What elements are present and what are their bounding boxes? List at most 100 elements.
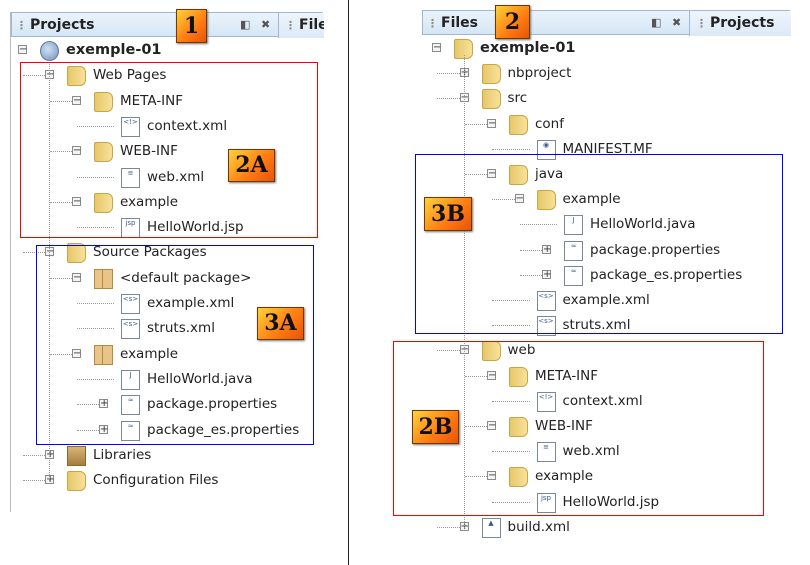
tree-item[interactable]: nbproject xyxy=(507,65,572,82)
tree-item[interactable]: Configuration Files xyxy=(93,472,219,489)
folder-icon xyxy=(67,243,86,264)
tree-connector xyxy=(464,426,487,427)
folder-icon xyxy=(481,64,501,85)
collapse-toggle[interactable]: − xyxy=(18,44,28,55)
tree-connector xyxy=(464,123,487,125)
tree-item[interactable]: HelloWorld.java xyxy=(590,216,696,233)
tree-connector xyxy=(50,151,72,153)
file-icon: jsp xyxy=(536,492,556,513)
tree-connector xyxy=(519,224,557,226)
tree-guide xyxy=(463,55,465,528)
collapse-toggle[interactable]: − xyxy=(514,193,524,205)
tree-item[interactable]: exemple-01 xyxy=(480,40,576,56)
badge-2: 2 xyxy=(495,5,530,39)
folder-icon xyxy=(67,66,86,87)
file-icon: <s> xyxy=(121,319,140,340)
tree-item[interactable]: package.properties xyxy=(147,396,278,413)
lib-icon xyxy=(67,445,86,466)
tree-item[interactable]: WEB-INF xyxy=(120,143,178,160)
tree-item[interactable]: <default package> xyxy=(120,269,252,286)
close-icon[interactable]: ✖ xyxy=(261,18,271,31)
tree-item[interactable]: web.xml xyxy=(562,443,620,460)
tree-item[interactable]: example xyxy=(120,345,179,362)
tree-item[interactable]: struts.xml xyxy=(562,317,631,334)
expand-toggle[interactable]: + xyxy=(542,268,552,280)
collapse-toggle[interactable]: − xyxy=(72,347,82,359)
tree-item[interactable]: Source Packages xyxy=(93,244,207,261)
tree-item[interactable]: package_es.properties xyxy=(590,266,743,283)
tree-connector xyxy=(492,400,530,402)
tree-item[interactable]: context.xml xyxy=(147,117,228,134)
file-icon: <s> xyxy=(121,294,140,314)
close-icon[interactable]: ✖ xyxy=(672,16,682,29)
expand-toggle[interactable]: + xyxy=(542,243,552,255)
collapse-toggle[interactable]: − xyxy=(487,117,497,129)
tree-item[interactable]: example xyxy=(120,193,179,210)
tree-item[interactable]: HelloWorld.java xyxy=(147,370,253,387)
collapse-toggle[interactable]: − xyxy=(72,94,82,106)
folder-icon xyxy=(94,142,113,163)
collapse-toggle[interactable]: − xyxy=(487,168,497,179)
tree-item[interactable]: web xyxy=(507,342,536,359)
minimize-icon[interactable]: ◧ xyxy=(651,16,662,29)
badge-3b: 3B xyxy=(424,197,472,231)
expand-toggle[interactable]: + xyxy=(99,423,109,435)
tree-connector xyxy=(77,176,114,178)
file-icon: ▲ xyxy=(481,517,501,538)
tree-item[interactable]: package.properties xyxy=(590,241,721,258)
minimize-icon[interactable]: ◧ xyxy=(240,18,251,31)
file-icon: J xyxy=(121,369,140,390)
collapse-toggle[interactable]: − xyxy=(487,470,497,482)
projects-panel: ⋮Projects ◧ ✖ ⋮Files xyxy=(10,12,324,512)
tree-item[interactable]: conf xyxy=(535,115,564,132)
tree-item[interactable]: java xyxy=(535,166,564,182)
collapse-toggle[interactable]: − xyxy=(432,42,442,53)
tree-connector xyxy=(50,353,72,355)
collapse-toggle[interactable]: − xyxy=(72,271,82,283)
tree-item[interactable]: exemple-01 xyxy=(66,42,162,58)
tree-connector xyxy=(492,148,530,150)
tree-item[interactable]: src xyxy=(507,90,528,107)
tree-connector xyxy=(23,480,45,482)
tree-connector xyxy=(23,252,45,254)
file-icon: J xyxy=(564,215,583,236)
tab-files[interactable]: Files xyxy=(441,15,478,31)
tree-connector xyxy=(50,201,72,203)
files-header: ⋮Files ◧ ✖ ⋮Projects xyxy=(422,10,791,36)
tree-item[interactable]: build.xml xyxy=(507,518,570,535)
pkg-icon xyxy=(94,344,113,365)
tree-item[interactable]: META-INF xyxy=(535,367,599,384)
tab-files[interactable]: ⋮Files xyxy=(278,13,324,38)
tree-connector xyxy=(492,501,530,503)
tree-connector xyxy=(492,451,530,453)
collapse-toggle[interactable]: − xyxy=(487,420,497,431)
tree-item[interactable]: HelloWorld.jsp xyxy=(147,219,244,236)
tree-item[interactable]: package_es.properties xyxy=(147,421,300,438)
tree-item[interactable]: WEB-INF xyxy=(535,418,593,434)
collapse-toggle[interactable]: − xyxy=(72,145,82,157)
tree-connector xyxy=(519,249,542,251)
tree-item[interactable]: MANIFEST.MF xyxy=(562,140,653,157)
tree-item[interactable]: web.xml xyxy=(147,168,205,185)
tree-item[interactable]: example.xml xyxy=(147,295,235,311)
tree-item[interactable]: struts.xml xyxy=(147,320,215,337)
tree-item[interactable]: example xyxy=(535,468,594,485)
tree-item[interactable]: example xyxy=(562,191,621,208)
tree-connector xyxy=(519,274,542,276)
tree-connector xyxy=(50,100,72,102)
tree-item[interactable]: HelloWorld.jsp xyxy=(562,493,660,510)
badge-3a: 3A xyxy=(257,307,304,340)
collapse-toggle[interactable]: − xyxy=(72,195,82,207)
tree-item[interactable]: Libraries xyxy=(93,446,152,463)
tree-item[interactable]: Web Pages xyxy=(93,67,167,84)
tree-item[interactable]: META-INF xyxy=(120,92,184,109)
expand-toggle[interactable]: + xyxy=(99,398,109,410)
tree-item[interactable]: context.xml xyxy=(562,392,643,409)
collapse-toggle[interactable]: − xyxy=(487,369,497,381)
file-icon: <s> xyxy=(536,316,556,337)
annotation-box-3a xyxy=(36,245,314,445)
tab-projects[interactable]: Projects xyxy=(30,17,95,33)
tree-item[interactable]: example.xml xyxy=(562,292,650,308)
tree-connector xyxy=(437,73,460,75)
tab-projects[interactable]: ⋮Projects xyxy=(689,11,791,36)
